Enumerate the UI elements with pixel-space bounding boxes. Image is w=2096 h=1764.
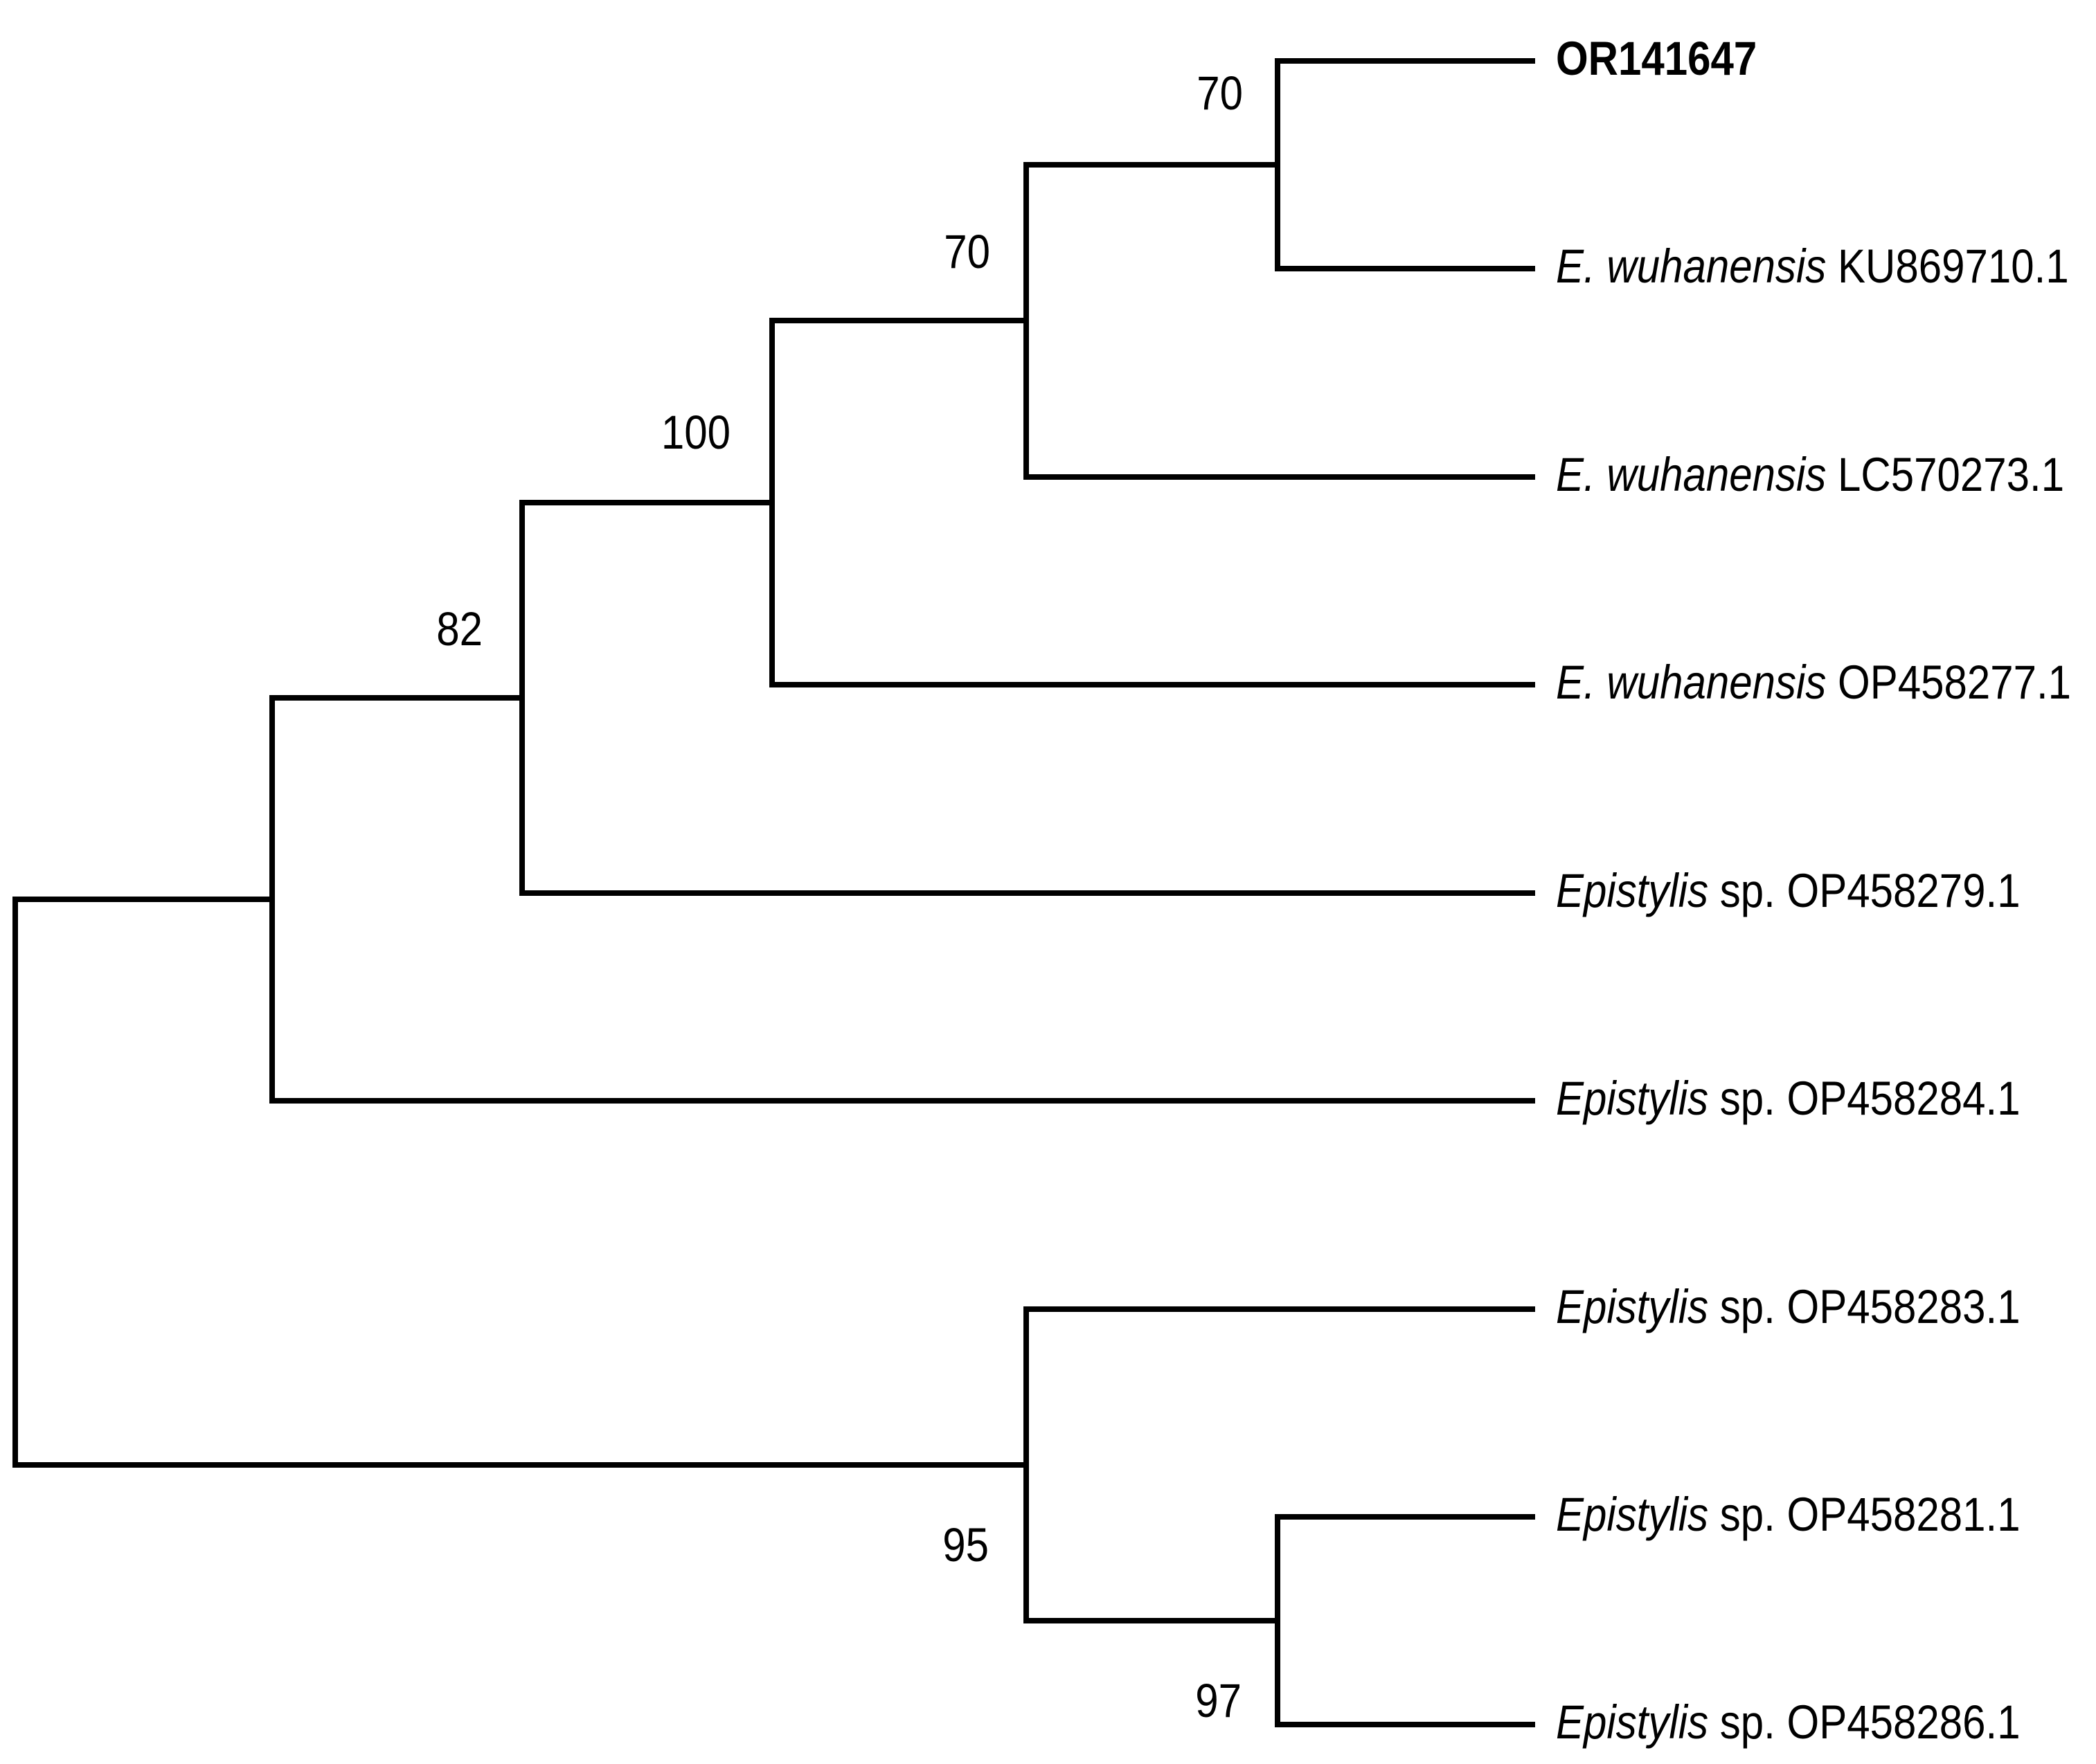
bootstrap-value-97-5: 97 [1195, 1673, 1242, 1727]
taxon-accession: sp. OP458284.1 [1708, 1071, 2020, 1125]
taxon-label-lc570273-1: E. wuhanensis LC570273.1 [1556, 447, 2064, 501]
taxon-label-op458281-1: Epistylis sp. OP458281.1 [1556, 1487, 2021, 1541]
branches [12, 58, 1535, 1727]
taxon-accession: sp. OP458279.1 [1708, 863, 2020, 917]
taxon-accession: sp. OP458286.1 [1708, 1695, 2020, 1749]
taxon-genus-italic: Epistylis [1556, 1487, 1708, 1541]
taxon-label-ku869710-1: E. wuhanensis KU869710.1 [1556, 239, 2069, 293]
taxon-label-op458277-1: E. wuhanensis OP458277.1 [1556, 655, 2071, 709]
taxon-accession: sp. OP458283.1 [1708, 1279, 2020, 1333]
taxon-label-op458284-1: Epistylis sp. OP458284.1 [1556, 1071, 2021, 1125]
taxon-label-op458286-1: Epistylis sp. OP458286.1 [1556, 1695, 2021, 1749]
bootstrap-value-70-1: 70 [944, 224, 990, 278]
taxon-genus-italic: Epistylis [1556, 1071, 1708, 1125]
taxon-label-or141647: OR141647 [1556, 31, 1757, 85]
taxon-genus-italic: E. wuhanensis [1556, 239, 1826, 293]
bootstrap-value-82-3: 82 [436, 602, 483, 656]
taxon-genus-italic: Epistylis [1556, 1695, 1708, 1749]
taxon-label-op458283-1: Epistylis sp. OP458283.1 [1556, 1279, 2021, 1333]
taxon-genus-italic: E. wuhanensis [1556, 655, 1826, 709]
taxon-accession: LC570273.1 [1826, 447, 2064, 501]
taxon-label-op458279-1: Epistylis sp. OP458279.1 [1556, 863, 2021, 917]
taxon-genus-italic: Epistylis [1556, 1279, 1708, 1333]
taxon-accession: KU869710.1 [1826, 239, 2068, 293]
taxon-accession: OP458277.1 [1826, 655, 2071, 709]
bootstrap-value-95-4: 95 [942, 1518, 989, 1572]
bootstrap-value-100-2: 100 [661, 405, 731, 459]
taxon-genus-italic: Epistylis [1556, 863, 1708, 917]
taxon-genus-italic: E. wuhanensis [1556, 447, 1826, 501]
bootstrap-value-70-0: 70 [1197, 66, 1243, 120]
taxon-accession: OR141647 [1556, 31, 1757, 85]
taxon-accession: sp. OP458281.1 [1708, 1487, 2020, 1541]
bootstrap-labels: 70 70 100 82 95 97 [436, 66, 1243, 1727]
